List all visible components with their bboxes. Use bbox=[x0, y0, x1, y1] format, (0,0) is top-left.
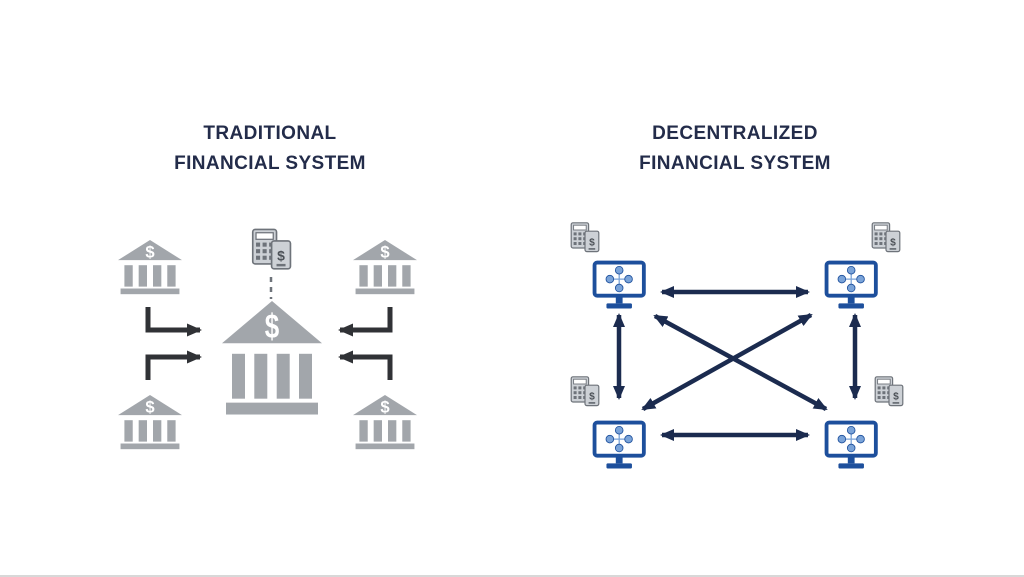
bank-top-left-icon bbox=[118, 240, 182, 295]
bank-bottom-left-icon bbox=[118, 395, 182, 450]
arrow-top-right-to-center bbox=[338, 307, 393, 337]
computer-bottom-right-icon bbox=[824, 420, 878, 471]
calculator-payment-device-icon bbox=[871, 222, 901, 253]
arrow-top-left-bottom-right bbox=[653, 314, 828, 411]
computer-bottom-left-icon bbox=[592, 420, 646, 471]
calculator-payment-device-icon bbox=[874, 376, 904, 407]
arrow-bottom-left-top-right bbox=[641, 313, 813, 411]
computer-top-left-icon bbox=[592, 260, 646, 311]
arrow-bottom-right-to-center bbox=[338, 350, 393, 380]
bank-bottom-right-icon bbox=[353, 395, 417, 450]
decentralized-title-line2: FINANCIAL SYSTEM bbox=[639, 153, 831, 174]
calculator-payment-device-icon bbox=[570, 376, 600, 407]
traditional-title: TRADITIONAL FINANCIAL SYSTEM bbox=[120, 119, 420, 179]
arrow-top-left-to-center bbox=[145, 307, 202, 337]
decentralized-diagram bbox=[570, 222, 904, 471]
traditional-title-line1: TRADITIONAL bbox=[203, 123, 337, 144]
computer-top-right-icon bbox=[824, 260, 878, 311]
calculator-payment-device-icon bbox=[570, 222, 600, 253]
decentralized-title: DECENTRALIZED FINANCIAL SYSTEM bbox=[585, 119, 885, 179]
central-bank-icon bbox=[222, 301, 322, 415]
traditional-title-line2: FINANCIAL SYSTEM bbox=[174, 153, 366, 174]
arrow-bottom-left-to-center bbox=[145, 350, 202, 380]
decentralized-title-line1: DECENTRALIZED bbox=[652, 123, 818, 144]
calculator-payment-device-icon bbox=[251, 228, 292, 270]
traditional-diagram bbox=[118, 228, 417, 450]
bank-top-right-icon bbox=[353, 240, 417, 295]
